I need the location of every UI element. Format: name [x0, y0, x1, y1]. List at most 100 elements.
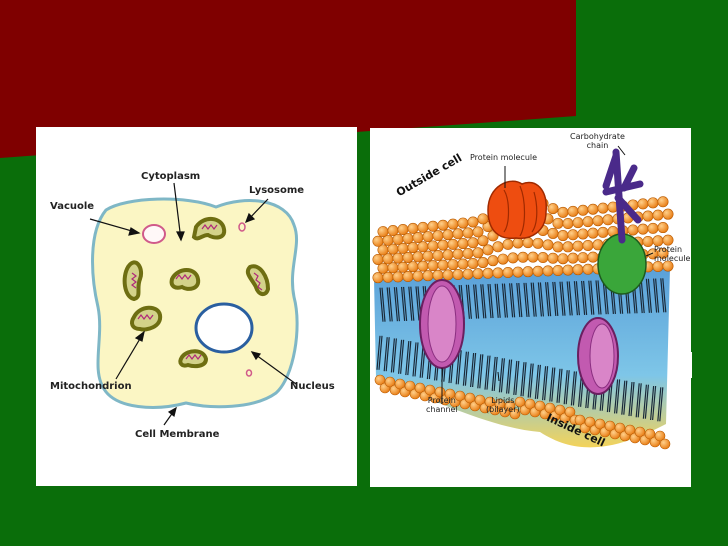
- lipid-tail: [572, 371, 577, 406]
- lipid-tail: [386, 287, 391, 322]
- lipid-head: [467, 237, 479, 249]
- lipid-tail: [529, 363, 534, 398]
- lipid-tail: [561, 281, 566, 316]
- lipid-head: [397, 223, 409, 235]
- lipid-head: [484, 396, 496, 408]
- protein-molecule-right-line2: molecule: [654, 254, 691, 263]
- lipids-line2: (bilayer): [486, 405, 520, 414]
- lipid-head: [557, 230, 569, 242]
- lipid-head: [552, 264, 564, 276]
- lipid-tail: [616, 379, 621, 414]
- lipid-tail: [414, 342, 419, 377]
- lipid-head: [424, 384, 436, 396]
- lysosome-shape-small: [245, 369, 253, 377]
- lysosome-shape: [238, 222, 246, 232]
- edge-mark: [688, 352, 692, 378]
- lipid-tail: [509, 283, 514, 318]
- lipid-head: [509, 408, 521, 420]
- protein-channel-right: [577, 317, 619, 395]
- lipid-tail: [597, 280, 602, 315]
- lipid-tail: [511, 283, 516, 318]
- lipid-head: [442, 249, 454, 261]
- lipid-tail: [628, 381, 633, 417]
- lipid-tail: [590, 280, 595, 315]
- lipid-head: [644, 428, 656, 440]
- lipid-head: [502, 238, 514, 250]
- lipid-head: [647, 197, 659, 209]
- lipid-head: [407, 222, 419, 234]
- lipid-head: [534, 400, 546, 412]
- lipid-head: [577, 228, 589, 240]
- lipid-head: [472, 226, 484, 238]
- lipid-head: [597, 202, 609, 214]
- lipid-head: [462, 227, 474, 239]
- lipid-head: [444, 388, 456, 400]
- lipid-head: [377, 226, 389, 238]
- carbohydrate-label-line1: Carbohydrate: [570, 132, 625, 141]
- lipid-tail: [563, 370, 568, 405]
- lipid-tail: [473, 284, 478, 319]
- lipid-head: [614, 422, 626, 434]
- lipid-head: [412, 270, 424, 282]
- lipid-head: [654, 430, 666, 442]
- lipid-head: [407, 242, 419, 254]
- lipid-tail: [407, 341, 412, 376]
- lipid-head: [522, 266, 534, 278]
- lipid-head: [427, 260, 439, 272]
- lipid-head: [542, 265, 554, 277]
- lipid-head: [514, 396, 526, 408]
- lipid-head: [602, 214, 614, 226]
- lipid-head: [412, 232, 424, 244]
- lipid-tail: [475, 284, 480, 319]
- lipid-tail: [403, 286, 408, 321]
- lipid-head: [582, 239, 594, 251]
- membrane-diagram-panel: Carbohydrate chain Protein molecule Outs…: [370, 128, 691, 487]
- lipid-tail: [549, 367, 554, 402]
- lipid-head: [467, 216, 479, 228]
- lipid-head: [542, 239, 554, 251]
- lipid-head: [587, 227, 599, 239]
- cell-membrane-shape: [91, 197, 299, 409]
- nucleus-label: Nucleus: [290, 381, 335, 392]
- lipid-head: [432, 269, 444, 281]
- lipid-tail: [462, 351, 467, 386]
- lipid-head: [372, 253, 384, 265]
- lipid-tail: [545, 282, 550, 317]
- protein-molecule-top-label: Protein molecule: [470, 153, 538, 162]
- lipid-tail: [500, 358, 505, 393]
- lipid-tail: [637, 383, 642, 418]
- lipid-head: [382, 271, 394, 283]
- lipid-tail: [520, 362, 525, 397]
- lipid-tail: [498, 358, 503, 393]
- lipid-head: [447, 238, 459, 250]
- lipid-head: [657, 247, 669, 259]
- lipid-tail: [482, 284, 487, 319]
- lipid-head: [517, 251, 529, 263]
- lipid-head: [552, 241, 564, 253]
- lipid-head: [512, 237, 524, 249]
- lipid-tail: [408, 286, 413, 321]
- lipid-head: [482, 244, 494, 256]
- lipid-head: [634, 426, 646, 438]
- lipid-tail: [642, 384, 647, 419]
- lipid-tail: [657, 387, 662, 422]
- lipid-head: [627, 224, 639, 236]
- lipid-tail: [464, 351, 469, 386]
- lipid-tail: [412, 342, 417, 377]
- lipid-head: [477, 213, 489, 225]
- lipid-tail: [467, 284, 472, 319]
- lipid-head: [432, 249, 444, 261]
- lipid-head: [467, 258, 479, 270]
- lipid-head: [587, 203, 599, 215]
- cell-membrane-label: Cell Membrane: [135, 429, 220, 440]
- lipid-tail: [486, 355, 491, 390]
- lipid-tail: [621, 380, 626, 415]
- lipid-tail: [542, 366, 547, 401]
- lipid-tail: [659, 387, 664, 422]
- lipid-tail: [515, 360, 520, 395]
- lipid-head: [574, 414, 586, 426]
- lipid-head: [594, 418, 606, 430]
- membrane-diagram-graphic: [372, 145, 674, 450]
- lipid-head: [422, 231, 434, 243]
- protein-channel-left: [419, 279, 465, 369]
